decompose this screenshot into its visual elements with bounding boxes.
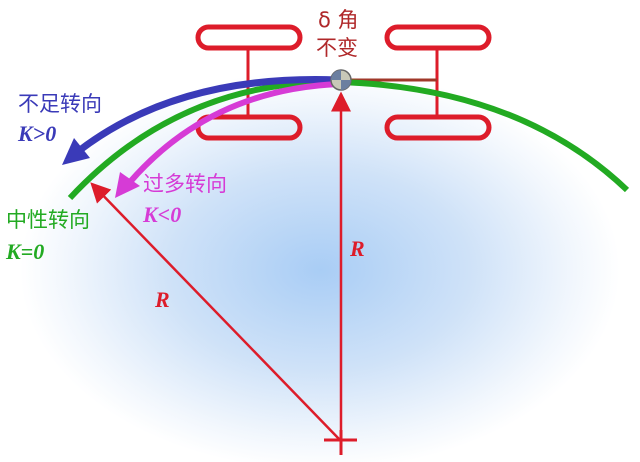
understeer-label: 不足转向 — [18, 92, 102, 116]
neutral-label: 中性转向 — [6, 208, 90, 232]
radius-diagonal-label: R — [155, 287, 170, 312]
oversteer-k-label: K<0 — [143, 202, 182, 227]
right-front-wheel — [384, 24, 492, 51]
left-front-wheel — [195, 24, 303, 51]
oversteer-arrowhead — [115, 172, 140, 198]
right-rear-wheel — [384, 114, 492, 141]
neutral-k-label: K=0 — [6, 239, 45, 264]
oversteer-path — [127, 81, 339, 184]
radius-diagonal-line — [90, 182, 341, 441]
delta-label-line1: δ 角 — [318, 8, 359, 32]
understeer-path — [77, 76, 339, 153]
radius-vertical-label: R — [350, 236, 365, 261]
center-of-gravity-icon — [330, 69, 352, 91]
oversteer-label: 过多转向 — [143, 172, 227, 196]
delta-label-line2: 不变 — [316, 36, 358, 60]
understeer-arrowhead — [62, 138, 90, 165]
understeer-k-label: K>0 — [18, 121, 57, 146]
left-rear-wheel — [195, 114, 303, 141]
vehicle — [195, 24, 492, 141]
